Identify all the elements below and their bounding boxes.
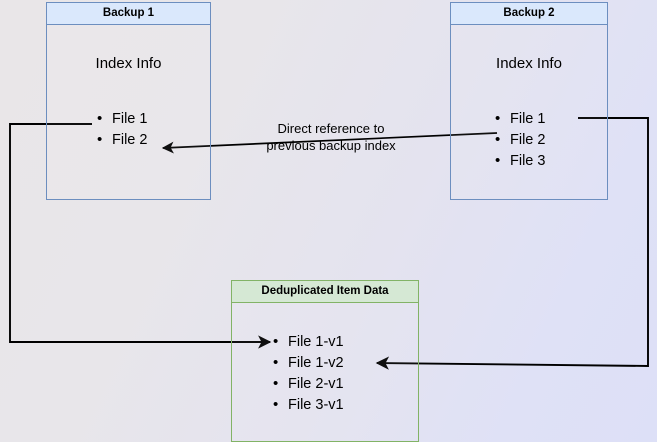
node-dedup-file-list: File 1-v1 File 1-v2 File 2-v1 File 3-v1 xyxy=(271,331,344,416)
node-backup2-title: Backup 2 xyxy=(451,3,607,25)
node-backup2[interactable]: Backup 2 Index Info File 1 File 2 File 3 xyxy=(450,2,608,200)
connector-backup2-to-backup1 xyxy=(161,132,498,154)
node-dedup-body: File 1-v1 File 1-v2 File 2-v1 File 3-v1 xyxy=(232,303,418,441)
node-deduplicated-item-data[interactable]: Deduplicated Item Data File 1-v1 File 1-… xyxy=(231,280,419,442)
list-item: File 1 xyxy=(493,108,545,130)
list-item: File 1-v2 xyxy=(271,352,344,374)
list-item: File 3-v1 xyxy=(271,394,344,416)
list-item: File 2-v1 xyxy=(271,373,344,395)
list-item: File 1 xyxy=(95,108,147,130)
connector-label-line-1: Direct reference to xyxy=(277,121,385,136)
connector-backup1-to-dedup xyxy=(9,123,272,349)
node-backup2-file-list: File 1 File 2 File 3 xyxy=(493,108,545,172)
list-item: File 2 xyxy=(493,129,545,151)
node-backup1-file-list: File 1 File 2 xyxy=(95,108,147,151)
node-backup1[interactable]: Backup 1 Index Info File 1 File 2 xyxy=(46,2,211,200)
list-item: File 2 xyxy=(95,129,147,151)
node-backup1-index-label: Index Info xyxy=(95,55,162,72)
connector-backup2-to-dedup xyxy=(375,117,649,370)
node-backup1-body: Index Info File 1 File 2 xyxy=(47,25,210,199)
list-item: File 1-v1 xyxy=(271,331,344,353)
connector-label-direct-reference: Direct reference to previous backup inde… xyxy=(245,120,417,154)
node-backup2-index-label: Index Info xyxy=(496,55,562,72)
node-backup2-body: Index Info File 1 File 2 File 3 xyxy=(451,25,607,199)
node-dedup-title: Deduplicated Item Data xyxy=(232,281,418,303)
connector-label-line-2: previous backup index xyxy=(266,138,396,153)
list-item: File 3 xyxy=(493,150,545,172)
node-backup1-title: Backup 1 xyxy=(47,3,210,25)
